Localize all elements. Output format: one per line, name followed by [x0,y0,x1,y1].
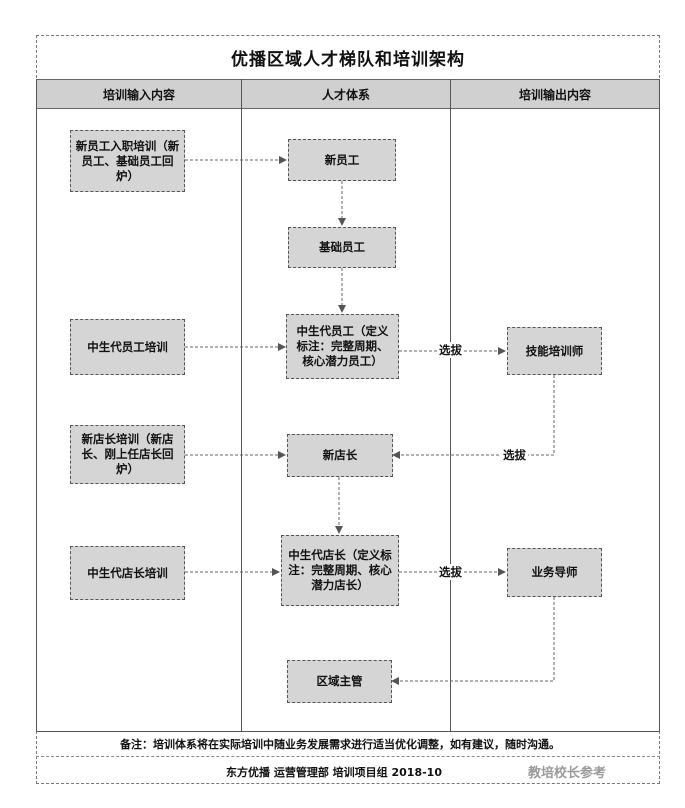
input-new-manager-training: 新店长培训（新店长、刚上任店长回炉） [70,425,185,484]
column-divider-right [659,79,660,731]
input-mid-staff-training: 中生代员工培训 [70,319,185,375]
header-output: 培训输出内容 [450,79,660,109]
edge-label-select-3: 选拔 [437,564,464,580]
input-mid-manager-training: 中生代店长培训 [70,546,185,600]
node-mid-manager: 中生代店长（定义标注：完整周期、核心潜力店长） [281,535,399,606]
edge-label-select-2: 选拔 [501,447,528,463]
note-divider [36,756,660,757]
edge-label-select-1: 选拔 [437,342,464,358]
node-new-manager: 新店长 [287,434,393,477]
header-input: 培训输入内容 [36,79,242,109]
column-divider-1 [241,79,242,731]
node-mid-employee: 中生代员工（定义标注：完整周期、核心潜力员工） [286,314,399,379]
node-regional-manager: 区域主管 [287,660,392,703]
table-bottom-border [36,731,660,732]
node-new-employee: 新员工 [288,139,396,181]
node-business-mentor: 业务导师 [507,548,602,597]
input-new-employee-training: 新员工入职培训（新员工、基础员工回炉） [70,130,185,192]
node-basic-employee: 基础员工 [288,227,396,268]
watermark-text: 教培校长参考 [528,766,607,781]
arrow-skill-trainer-to-new-manager [392,375,555,459]
diagram-title: 优播区域人才梯队和培训架构 [231,49,465,70]
footer-credit: 东方优播 运营管理部 培训项目组 2018-10 [226,766,442,779]
footnote: 备注：培训体系将在实际培训中随业务发展需求进行适当优化调整，如有建议，随时沟通。 [120,738,560,751]
node-skill-trainer: 技能培训师 [507,327,602,375]
column-divider-left [36,79,37,731]
arrow-mentor-to-regional [391,597,555,685]
column-divider-2 [450,79,451,731]
